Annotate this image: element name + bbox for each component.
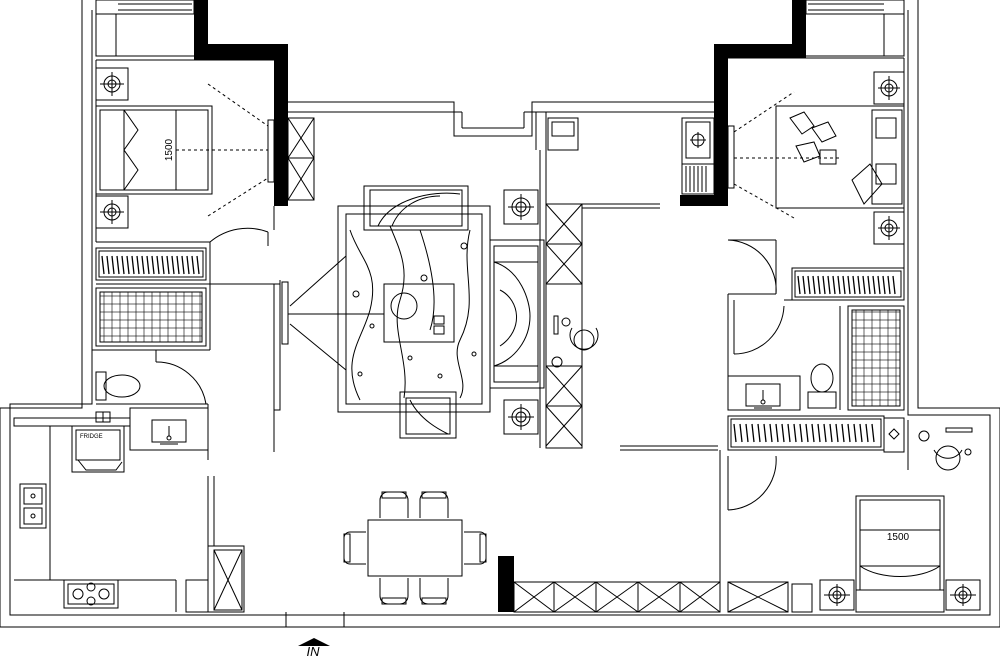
storage-left-living [287, 117, 315, 201]
entry-cabinet [207, 476, 245, 613]
right-bathroom [727, 293, 905, 411]
nightstand [95, 67, 129, 101]
center-cabinets [539, 117, 718, 451]
sofa [489, 239, 545, 389]
window-top-left [95, 0, 195, 57]
wall-stub [680, 195, 728, 206]
bed-dimension-label: 1500 [164, 138, 175, 161]
entrance-label: IN [307, 644, 321, 657]
bed-right-top [775, 105, 905, 209]
coffee-table [383, 283, 455, 343]
kitchen-sink [19, 483, 47, 529]
side-table-top [503, 189, 539, 225]
fridge [71, 425, 125, 473]
stove [63, 579, 119, 609]
fridge-label: FRIDGE [80, 434, 103, 440]
door-left-bedroom [209, 227, 269, 284]
structural-wall-left [194, 0, 288, 206]
side-table-bottom [503, 399, 539, 435]
structural-wall-right [714, 0, 806, 206]
dining-table [343, 491, 487, 605]
outer-walls [0, 0, 1000, 628]
left-bathroom [92, 284, 211, 460]
nightstand [873, 71, 905, 105]
nightstand [819, 579, 855, 611]
toilet-tank [95, 371, 107, 401]
nightstand [873, 211, 905, 245]
rug [337, 205, 491, 413]
bed-dimension-label: 1500 [887, 532, 910, 543]
window-top-right [805, 0, 905, 57]
bottom-cabinet [513, 581, 789, 613]
entrance-door [285, 612, 345, 646]
wardrobe-right-long [727, 415, 905, 453]
column-bottom [498, 556, 514, 612]
kitchen: FRIDGE [13, 417, 209, 613]
left-bedroom: 1500 [95, 59, 275, 285]
toilet [810, 363, 834, 393]
nightstand [95, 195, 129, 229]
bedroom-bottom-right: 1500 [719, 450, 981, 613]
wardrobe-left [95, 247, 207, 281]
living-room [281, 185, 545, 439]
study-chair-right [907, 420, 973, 471]
armchair-bottom [399, 391, 457, 439]
bed-bottom-right [855, 495, 945, 613]
nightstand [945, 579, 981, 611]
armchair-top [363, 185, 469, 231]
toilet [103, 374, 141, 398]
window-living-top [288, 101, 714, 150]
